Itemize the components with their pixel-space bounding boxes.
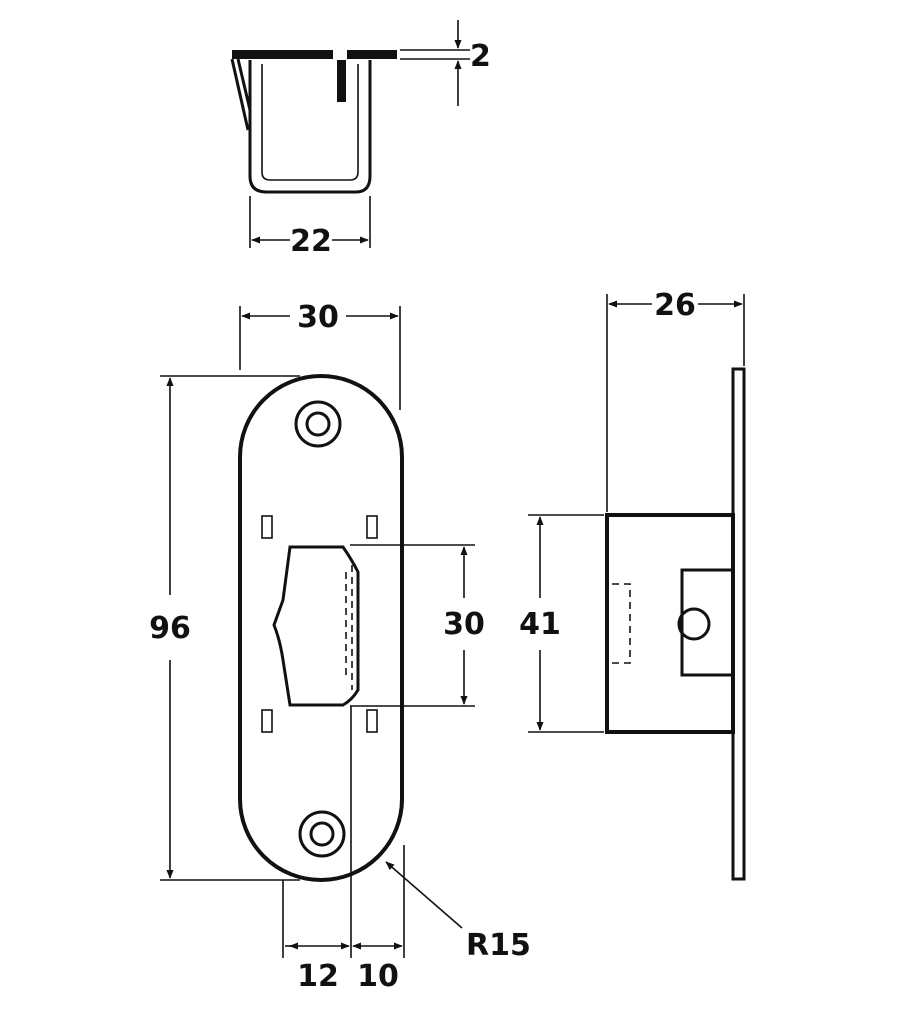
side-view: 26 41 — [519, 288, 746, 881]
top-view-faceplate — [232, 50, 397, 59]
dim-box-height: 41 — [519, 607, 561, 642]
slot — [261, 515, 273, 539]
dim-front-width: 30 — [297, 300, 339, 335]
slot — [366, 515, 378, 539]
dim-offset-right: 10 — [357, 959, 399, 994]
dim-corner-radius: R15 — [466, 928, 531, 963]
slot — [261, 709, 273, 733]
side-view-hole — [677, 607, 711, 641]
front-view-plate — [238, 374, 404, 882]
dim-front-height: 96 — [149, 611, 191, 646]
dim-side-depth: 26 — [654, 288, 696, 323]
screw-hole-top — [294, 400, 342, 448]
top-view-box — [248, 60, 372, 194]
top-view: 2 22 — [230, 20, 491, 259]
dim-offset-left: 12 — [297, 959, 339, 994]
side-view-box — [605, 513, 735, 734]
screw-hole-bottom — [298, 810, 346, 858]
latch-opening — [272, 545, 360, 707]
dim-top-width: 22 — [290, 224, 332, 259]
slot — [366, 709, 378, 733]
top-view-latch — [337, 60, 346, 102]
front-view: 30 96 30 12 10 R15 — [149, 300, 531, 994]
dim-top-thickness: 2 — [470, 39, 491, 74]
dim-opening-height: 30 — [443, 607, 485, 642]
